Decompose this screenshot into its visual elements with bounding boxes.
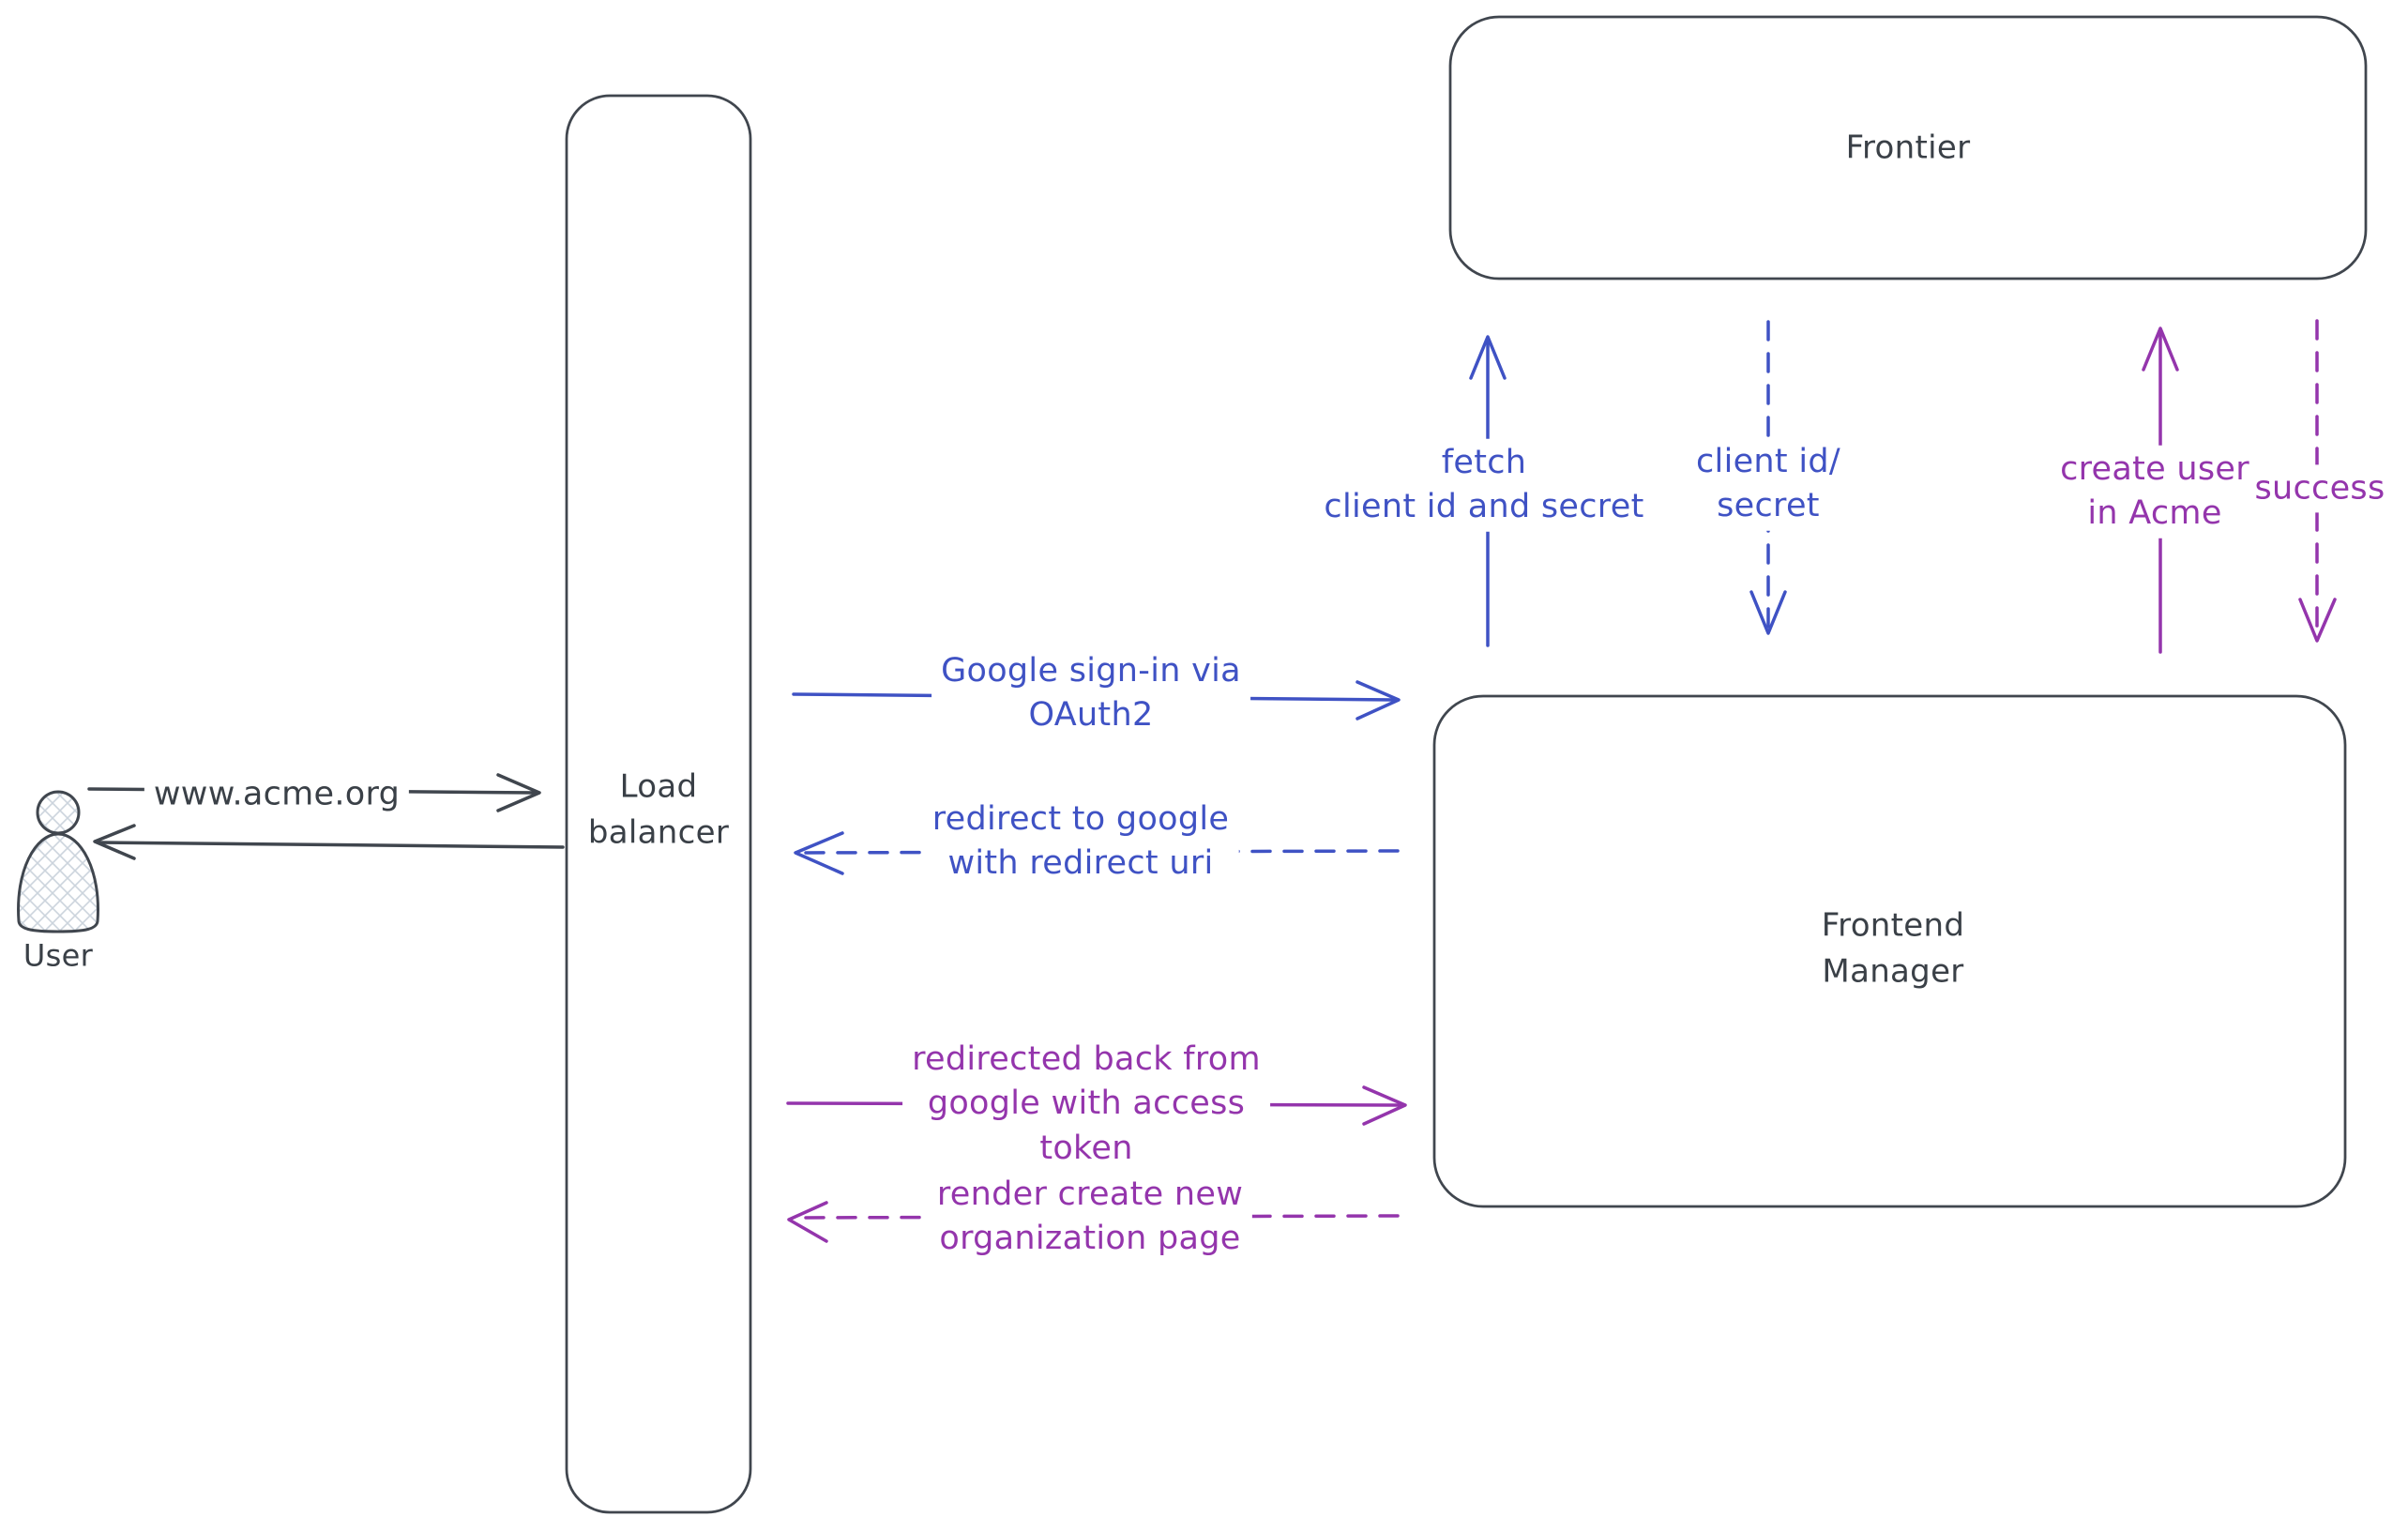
- arrowhead-left-icon: [93, 824, 136, 860]
- user-body[interactable]: [17, 832, 99, 933]
- label-redirect-google: redirect to google with redirect uri: [922, 795, 1239, 888]
- arrowhead-right-icon: [496, 773, 541, 812]
- arrowhead-up-icon: [2142, 326, 2179, 372]
- label-client-id-secret: client id/ secret: [1687, 437, 1850, 531]
- label-success: success: [2245, 464, 2395, 513]
- frontend-manager-box[interactable]: [1432, 694, 2347, 1208]
- label-redirected-back: redirected back from google with access …: [902, 1036, 1270, 1173]
- user-head[interactable]: [36, 790, 81, 835]
- user-label: User: [23, 937, 94, 974]
- arrowhead-left-icon: [794, 831, 844, 875]
- load-balancer-label: Load balancer: [587, 767, 730, 852]
- user-figure[interactable]: [17, 790, 99, 933]
- frontend-manager-label: Frontend Manager: [1821, 906, 1965, 991]
- arrow-reply-to-user[interactable]: [93, 824, 565, 860]
- arrowhead-down-icon: [1749, 590, 1787, 635]
- arrowhead-up-icon: [1469, 335, 1507, 380]
- arrowhead-right-icon: [1362, 1085, 1407, 1126]
- frontier-label: Frontier: [1845, 129, 1971, 167]
- label-create-user: create user in Acme: [2051, 445, 2259, 538]
- arrowhead-left-icon: [787, 1201, 828, 1243]
- arrowhead-down-icon: [2298, 598, 2337, 643]
- arrow-client-id-secret[interactable]: [1749, 320, 1787, 635]
- label-fetch-credentials: fetch client id and secret: [1314, 438, 1654, 532]
- label-google-signin: Google sign-in via OAuth2: [931, 646, 1250, 740]
- frontier-box[interactable]: [1448, 15, 2368, 281]
- label-render-org-page: render create new organization page: [927, 1170, 1253, 1264]
- arrowhead-right-icon: [1355, 680, 1401, 720]
- load-balancer-box[interactable]: [565, 94, 752, 1514]
- arrow-success[interactable]: [2298, 319, 2337, 643]
- label-www-acme: www.acme.org: [144, 770, 410, 819]
